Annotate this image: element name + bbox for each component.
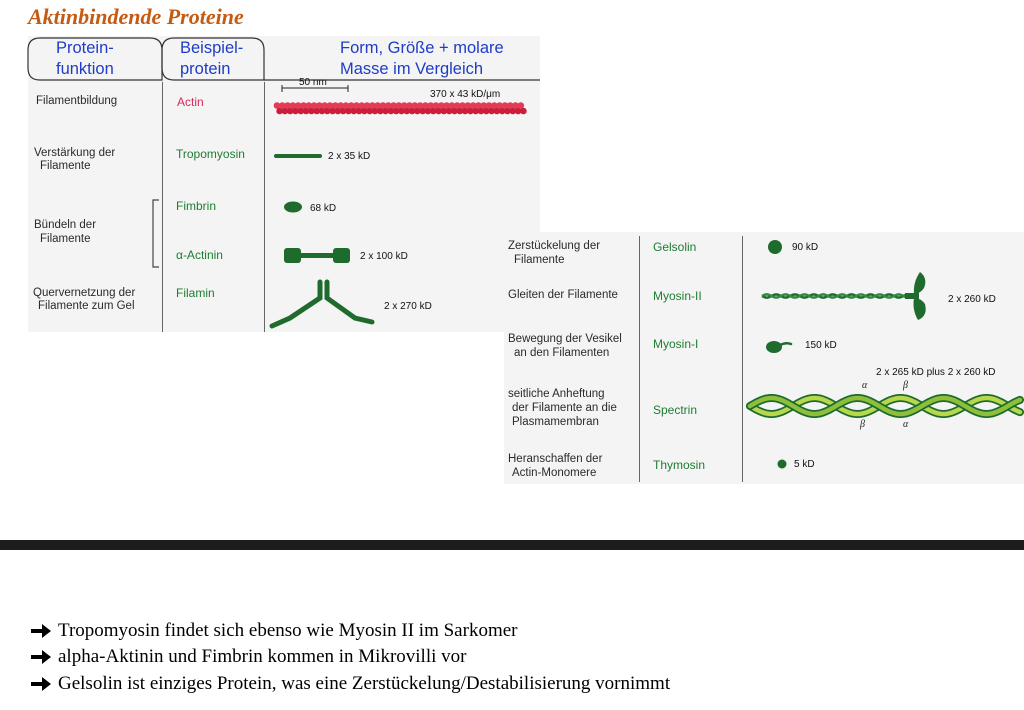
header-boxes xyxy=(27,37,540,81)
right-column-divider-1 xyxy=(639,236,640,482)
page-title: Aktinbindende Proteine xyxy=(28,4,244,29)
header-example-line2: protein xyxy=(180,60,231,78)
size-gelsolin: 90 kD xyxy=(792,242,819,253)
protein-tropomyosin: Tropomyosin xyxy=(176,147,245,161)
spectrin-shape xyxy=(746,394,1024,418)
size-myosin-i: 150 kD xyxy=(805,340,837,351)
protein-myosin-ii: Myosin-II xyxy=(653,289,702,303)
gelsolin-shape xyxy=(768,240,782,254)
protein-alpha-actinin: α-Actinin xyxy=(176,248,223,262)
fimbrin-shape xyxy=(284,201,302,213)
function-label-anheftung-1: seitliche Anheftung xyxy=(508,388,605,400)
spectrin-alpha-label-bottom: α xyxy=(903,419,909,430)
spectrin-beta-label-top: β xyxy=(903,380,908,391)
function-label-buendeln-2: Filamente xyxy=(40,233,91,245)
protein-filamin: Filamin xyxy=(176,286,215,300)
header-box-function xyxy=(27,37,163,81)
spectrin-beta-label-bottom: β xyxy=(860,419,865,430)
function-label-quervernetzung-2: Filamente zum Gel xyxy=(38,300,135,312)
header-comparison-line2: Masse im Vergleich xyxy=(340,60,484,78)
function-label-zerstueckelung-1: Zerstückelung der xyxy=(508,240,601,252)
header-function-line1: Protein- xyxy=(56,39,114,57)
spectrin-alpha-label-top: α xyxy=(862,380,868,391)
protein-fimbrin: Fimbrin xyxy=(176,199,217,213)
actin-filament-shape xyxy=(273,102,527,115)
scale-bar-label: 50 nm xyxy=(299,77,327,88)
function-label-anheftung-3: Plasmamembran xyxy=(512,416,599,428)
left-column-divider-1 xyxy=(162,82,163,332)
arrow-right-icon xyxy=(31,650,51,664)
right-column-divider-2 xyxy=(742,236,743,482)
function-label-quervernetzung-1: Quervernetzung der xyxy=(33,287,136,299)
note-text: Gelsolin ist einziges Protein, was eine … xyxy=(58,673,671,694)
left-column-divider-2 xyxy=(264,82,265,332)
protein-myosin-i: Myosin-I xyxy=(653,337,699,351)
bundling-bracket xyxy=(152,199,159,268)
size-actin: 370 x 43 kD/μm xyxy=(430,89,501,100)
myosin-i-shape xyxy=(766,341,793,353)
scale-bar xyxy=(281,85,349,92)
size-fimbrin: 68 kD xyxy=(310,203,337,214)
arrow-right-icon xyxy=(31,624,51,638)
left-table-panel xyxy=(28,36,540,332)
function-label-verstaerkung-1: Verstärkung der xyxy=(34,147,116,159)
function-label-zerstueckelung-2: Filamente xyxy=(514,254,565,266)
size-alpha-actinin: 2 x 100 kD xyxy=(360,251,408,262)
tropomyosin-shape xyxy=(274,154,322,158)
function-label-filamentbildung: Filamentbildung xyxy=(36,95,118,107)
header-example-line1: Beispiel- xyxy=(180,39,244,57)
size-tropomyosin: 2 x 35 kD xyxy=(328,151,371,162)
right-table-panel xyxy=(504,232,1024,484)
note-item: Gelsolin ist einziges Protein, was eine … xyxy=(30,673,670,695)
size-filamin: 2 x 270 kD xyxy=(384,301,432,312)
function-label-heranschaffen-1: Heranschaffen der xyxy=(508,453,603,465)
function-label-bewegung-2: an den Filamenten xyxy=(514,347,610,359)
protein-actin: Actin xyxy=(177,95,204,109)
header-function-line2: funktion xyxy=(56,60,114,78)
note-item: alpha-Aktinin und Fimbrin kommen in Mikr… xyxy=(30,646,466,668)
note-item: Tropomyosin findet sich ebenso wie Myosi… xyxy=(30,620,517,642)
function-label-gleiten: Gleiten der Filamente xyxy=(508,289,618,301)
section-divider xyxy=(0,540,1024,550)
note-text: alpha-Aktinin und Fimbrin kommen in Mikr… xyxy=(58,646,467,667)
note-text: Tropomyosin findet sich ebenso wie Myosi… xyxy=(58,620,518,641)
arrow-right-icon xyxy=(31,677,51,691)
protein-thymosin: Thymosin xyxy=(653,458,706,472)
alpha-actinin-shape xyxy=(284,248,350,263)
filamin-shape xyxy=(269,279,375,329)
header-comparison-line1: Form, Größe + molare xyxy=(340,39,504,57)
size-thymosin: 5 kD xyxy=(794,459,815,470)
protein-spectrin: Spectrin xyxy=(653,403,698,417)
function-label-buendeln-1: Bündeln der xyxy=(34,219,97,231)
size-myosin-ii: 2 x 260 kD xyxy=(948,294,996,305)
header-box-example xyxy=(161,37,265,81)
function-label-verstaerkung-2: Filamente xyxy=(40,160,91,172)
protein-gelsolin: Gelsolin xyxy=(653,240,697,254)
size-spectrin: 2 x 265 kD plus 2 x 260 kD xyxy=(876,367,996,378)
function-label-anheftung-2: der Filamente an die xyxy=(512,402,617,414)
myosin-ii-shape xyxy=(761,272,926,320)
function-label-heranschaffen-2: Actin-Monomere xyxy=(512,467,597,479)
thymosin-shape xyxy=(777,459,787,469)
function-label-bewegung-1: Bewegung der Vesikel xyxy=(508,333,622,345)
